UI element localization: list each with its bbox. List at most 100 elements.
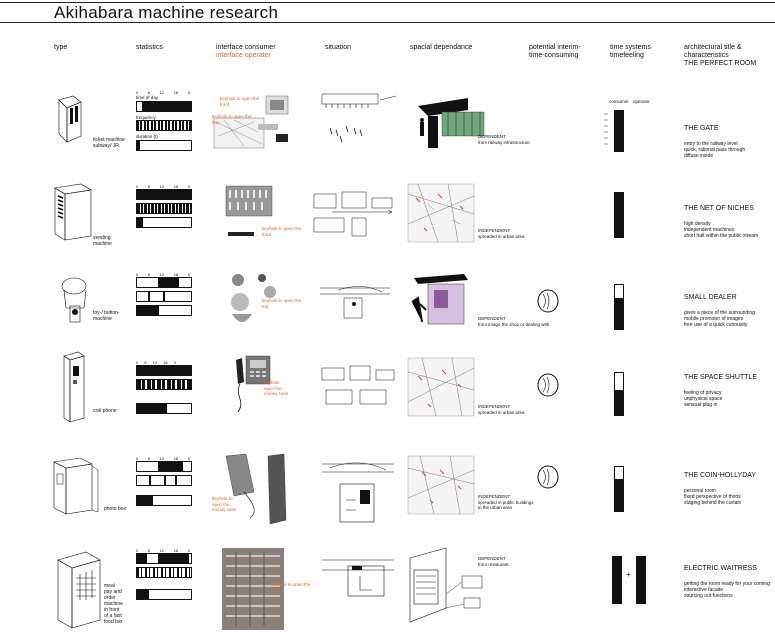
row-1-dependency: DEPENDENT from railway infrastructure: [478, 134, 530, 145]
row-1-spatial-drawing: [418, 98, 485, 148]
toy-machine-icon: [61, 277, 87, 323]
row-6-time-bar-operator: [636, 556, 646, 604]
row-6-title-block: ELECTRIC WAITRESS getting the room ready…: [684, 565, 774, 599]
row-4-clock-icon: [537, 373, 559, 397]
col-situation: situation: [325, 44, 352, 51]
row-4-annotation: keyhole open the money case: [264, 380, 289, 396]
row-3-time-bar: [614, 284, 624, 330]
photo-box-icon: [53, 457, 99, 515]
row-1-time-bar: [614, 110, 624, 152]
row-3-desc: gives a piece of the surrounding mobile …: [684, 310, 755, 328]
row-6-interface-drawing: [222, 548, 284, 630]
row-5-title-block: THE COIN-HOLLYDAY personal room fixed pe…: [684, 472, 774, 506]
bar-frequency: [136, 120, 192, 131]
row-3-title-block: SMALL DEALER gives a piece of the surrou…: [684, 294, 774, 328]
row-3-situation-drawing: [320, 286, 390, 319]
label-consumer: consumer: [609, 99, 629, 104]
col-interface: interface consumer interface operater: [216, 44, 276, 60]
row-2-annotation: keyhole to open the front: [262, 226, 302, 237]
row-3-interface-drawing: [231, 274, 276, 322]
row-3-type: toy-/ button- machine: [93, 310, 120, 322]
row-5-desc: personal room fixed perspective of third…: [684, 488, 742, 506]
row-2-spatial-map: [407, 183, 475, 243]
row-3-annotation: keyhole to open the top: [262, 298, 302, 309]
row-3-dependency: DEPENDENT from image the shop or dealing…: [478, 316, 550, 327]
row-2-desc: high density independent machines short …: [684, 221, 759, 239]
row-5-dependency: INDEPENDENT spreaded in public buildings…: [478, 494, 534, 510]
title-rule: [0, 22, 775, 23]
vending-machine-icon: [54, 183, 92, 241]
row-6-annotation: keyhole to open the front: [271, 582, 311, 593]
page-title: Akihabara machine research: [54, 3, 279, 22]
row-1-situation-drawing: [321, 93, 397, 143]
row-5-annotation: keyhole to open the money case: [212, 496, 237, 512]
row-4-dependency: INDEPENDENT spreaded in urban area: [478, 404, 525, 415]
row-1-title-block: THE GATE entry to the railway level quic…: [684, 125, 774, 159]
row-6-desc: getting the room ready for your coming i…: [684, 581, 770, 599]
row-1-time-scale: [604, 113, 608, 145]
col-interface-consumer: interface consumer: [216, 44, 276, 51]
row-5-type: photo box: [104, 506, 126, 512]
row-4-time-bar: [614, 372, 624, 416]
row-4-interface-drawing: [236, 355, 271, 413]
col-type: type: [54, 44, 68, 51]
row-2-dependency: INDEPENDENT spreaded in urban area: [478, 228, 525, 239]
row-6-situation-drawing: [322, 559, 394, 597]
row-2-type: vending machine: [93, 235, 112, 247]
col-architectural: architectural title & characteristics TH…: [684, 44, 757, 67]
row-5-situation-drawing: [322, 462, 394, 523]
row-5-time-bar: [614, 466, 624, 512]
row-4-situation-drawing: [321, 365, 395, 405]
meal-machine-icon: [57, 551, 101, 629]
col-statistics: statistics: [136, 44, 163, 51]
row-6-spatial-drawing: [409, 547, 483, 623]
row-2-interface-drawing: [225, 185, 273, 236]
row-4-title-block: THE SPACE SHUTTLE feeling of privacy unp…: [684, 374, 774, 408]
label-duration: duration (t): [136, 134, 158, 139]
row-1-interface-drawing: [213, 95, 289, 149]
row-5-interface-drawing: [225, 453, 287, 525]
row-1-desc: entry to the railway level quick, ration…: [684, 141, 746, 159]
row-6-time-bar-consumer: [612, 556, 622, 604]
row-4-title: THE SPACE SHUTTLE: [684, 374, 757, 381]
row-5-spatial-map: [407, 455, 475, 515]
col-time-systems: time systems timefeeling: [610, 44, 651, 59]
row-1-type: ticket machine subway/ JR: [93, 137, 125, 149]
row-1-title: THE GATE: [684, 125, 719, 132]
label-time-of-day: time of day: [136, 95, 159, 100]
row-2-title: THE NET OF NICHES: [684, 205, 754, 212]
bar-time-of-day: [136, 100, 192, 112]
row-2-situation-drawing: [313, 191, 393, 237]
col-spatial: spacial dependance: [410, 44, 473, 51]
row-4-type: civil phone: [93, 408, 117, 414]
bar-duration: [136, 139, 192, 151]
row-4-spatial-map: [407, 357, 475, 417]
row-6-title: ELECTRIC WAITRESS: [684, 565, 757, 572]
row-5-clock-icon: [537, 465, 559, 489]
ticket-machine-icon: [58, 95, 82, 143]
row-4-desc: feeling of privacy unphysical space sens…: [684, 390, 723, 408]
row-6-dependency: DEPENDENT from restaurant: [478, 556, 509, 567]
row-2-title-block: THE NET OF NICHES high density independe…: [684, 205, 774, 239]
row-6-plus: +: [626, 570, 631, 579]
row-3-title: SMALL DEALER: [684, 294, 737, 301]
row-5-title: THE COIN-HOLLYDAY: [684, 472, 757, 479]
label-operator: operator: [633, 99, 650, 104]
civil-phone-icon: [63, 351, 85, 423]
col-potential: potential interim- time-consuming: [529, 44, 581, 59]
row-2-time-bar: [614, 192, 624, 238]
top-rule: [0, 2, 775, 3]
col-interface-operator: interface operater: [216, 52, 271, 59]
row-3-spatial-drawing: [411, 274, 468, 325]
label-frequency: frequency: [136, 114, 156, 120]
row-1-annotation-2: keyhole to open the box: [212, 114, 252, 125]
row-1-annotation: keyhole to open the front: [220, 96, 260, 107]
row-6-type: meal pay and order machine in front of a…: [104, 583, 123, 625]
